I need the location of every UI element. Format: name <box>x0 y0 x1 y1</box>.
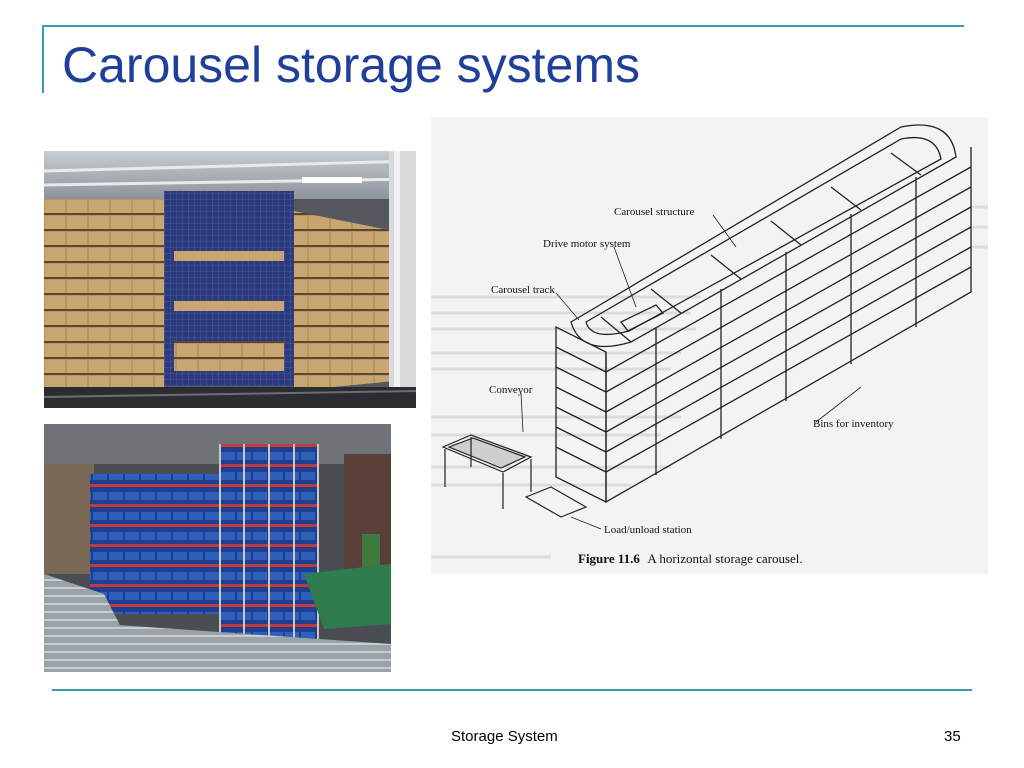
footer-title: Storage System <box>451 728 558 745</box>
conveyor-drawing <box>441 434 533 509</box>
label-drive-motor-system: Drive motor system <box>543 238 631 250</box>
label-conveyor: Conveyor <box>489 384 533 396</box>
photo-warehouse-carousel-cardboard <box>44 151 416 408</box>
load-unload-station-drawing <box>524 486 588 518</box>
title-bracket-horizontal <box>42 25 964 27</box>
label-load-unload-station: Load/unload station <box>604 524 692 536</box>
photo-carousel-blue-red-bins <box>44 424 391 672</box>
label-carousel-structure: Carousel structure <box>614 206 694 218</box>
footer-rule <box>52 689 972 691</box>
slide-title: Carousel storage systems <box>62 37 641 93</box>
label-bins-for-inventory: Bins for inventory <box>813 418 894 430</box>
label-carousel-track: Carousel track <box>491 284 555 296</box>
figure-caption-number: Figure 11.6 <box>578 551 640 566</box>
page-number: 35 <box>944 728 961 745</box>
figure-caption-text: A horizontal storage carousel. <box>647 551 802 566</box>
title-bracket-vertical <box>42 25 44 93</box>
figure-caption: Figure 11.6 A horizontal storage carouse… <box>578 551 803 566</box>
carousel-structure-drawing <box>555 124 972 504</box>
callout-leader-lines <box>520 214 862 530</box>
figure-horizontal-carousel-diagram: Carousel structure Drive motor system Ca… <box>431 117 988 574</box>
